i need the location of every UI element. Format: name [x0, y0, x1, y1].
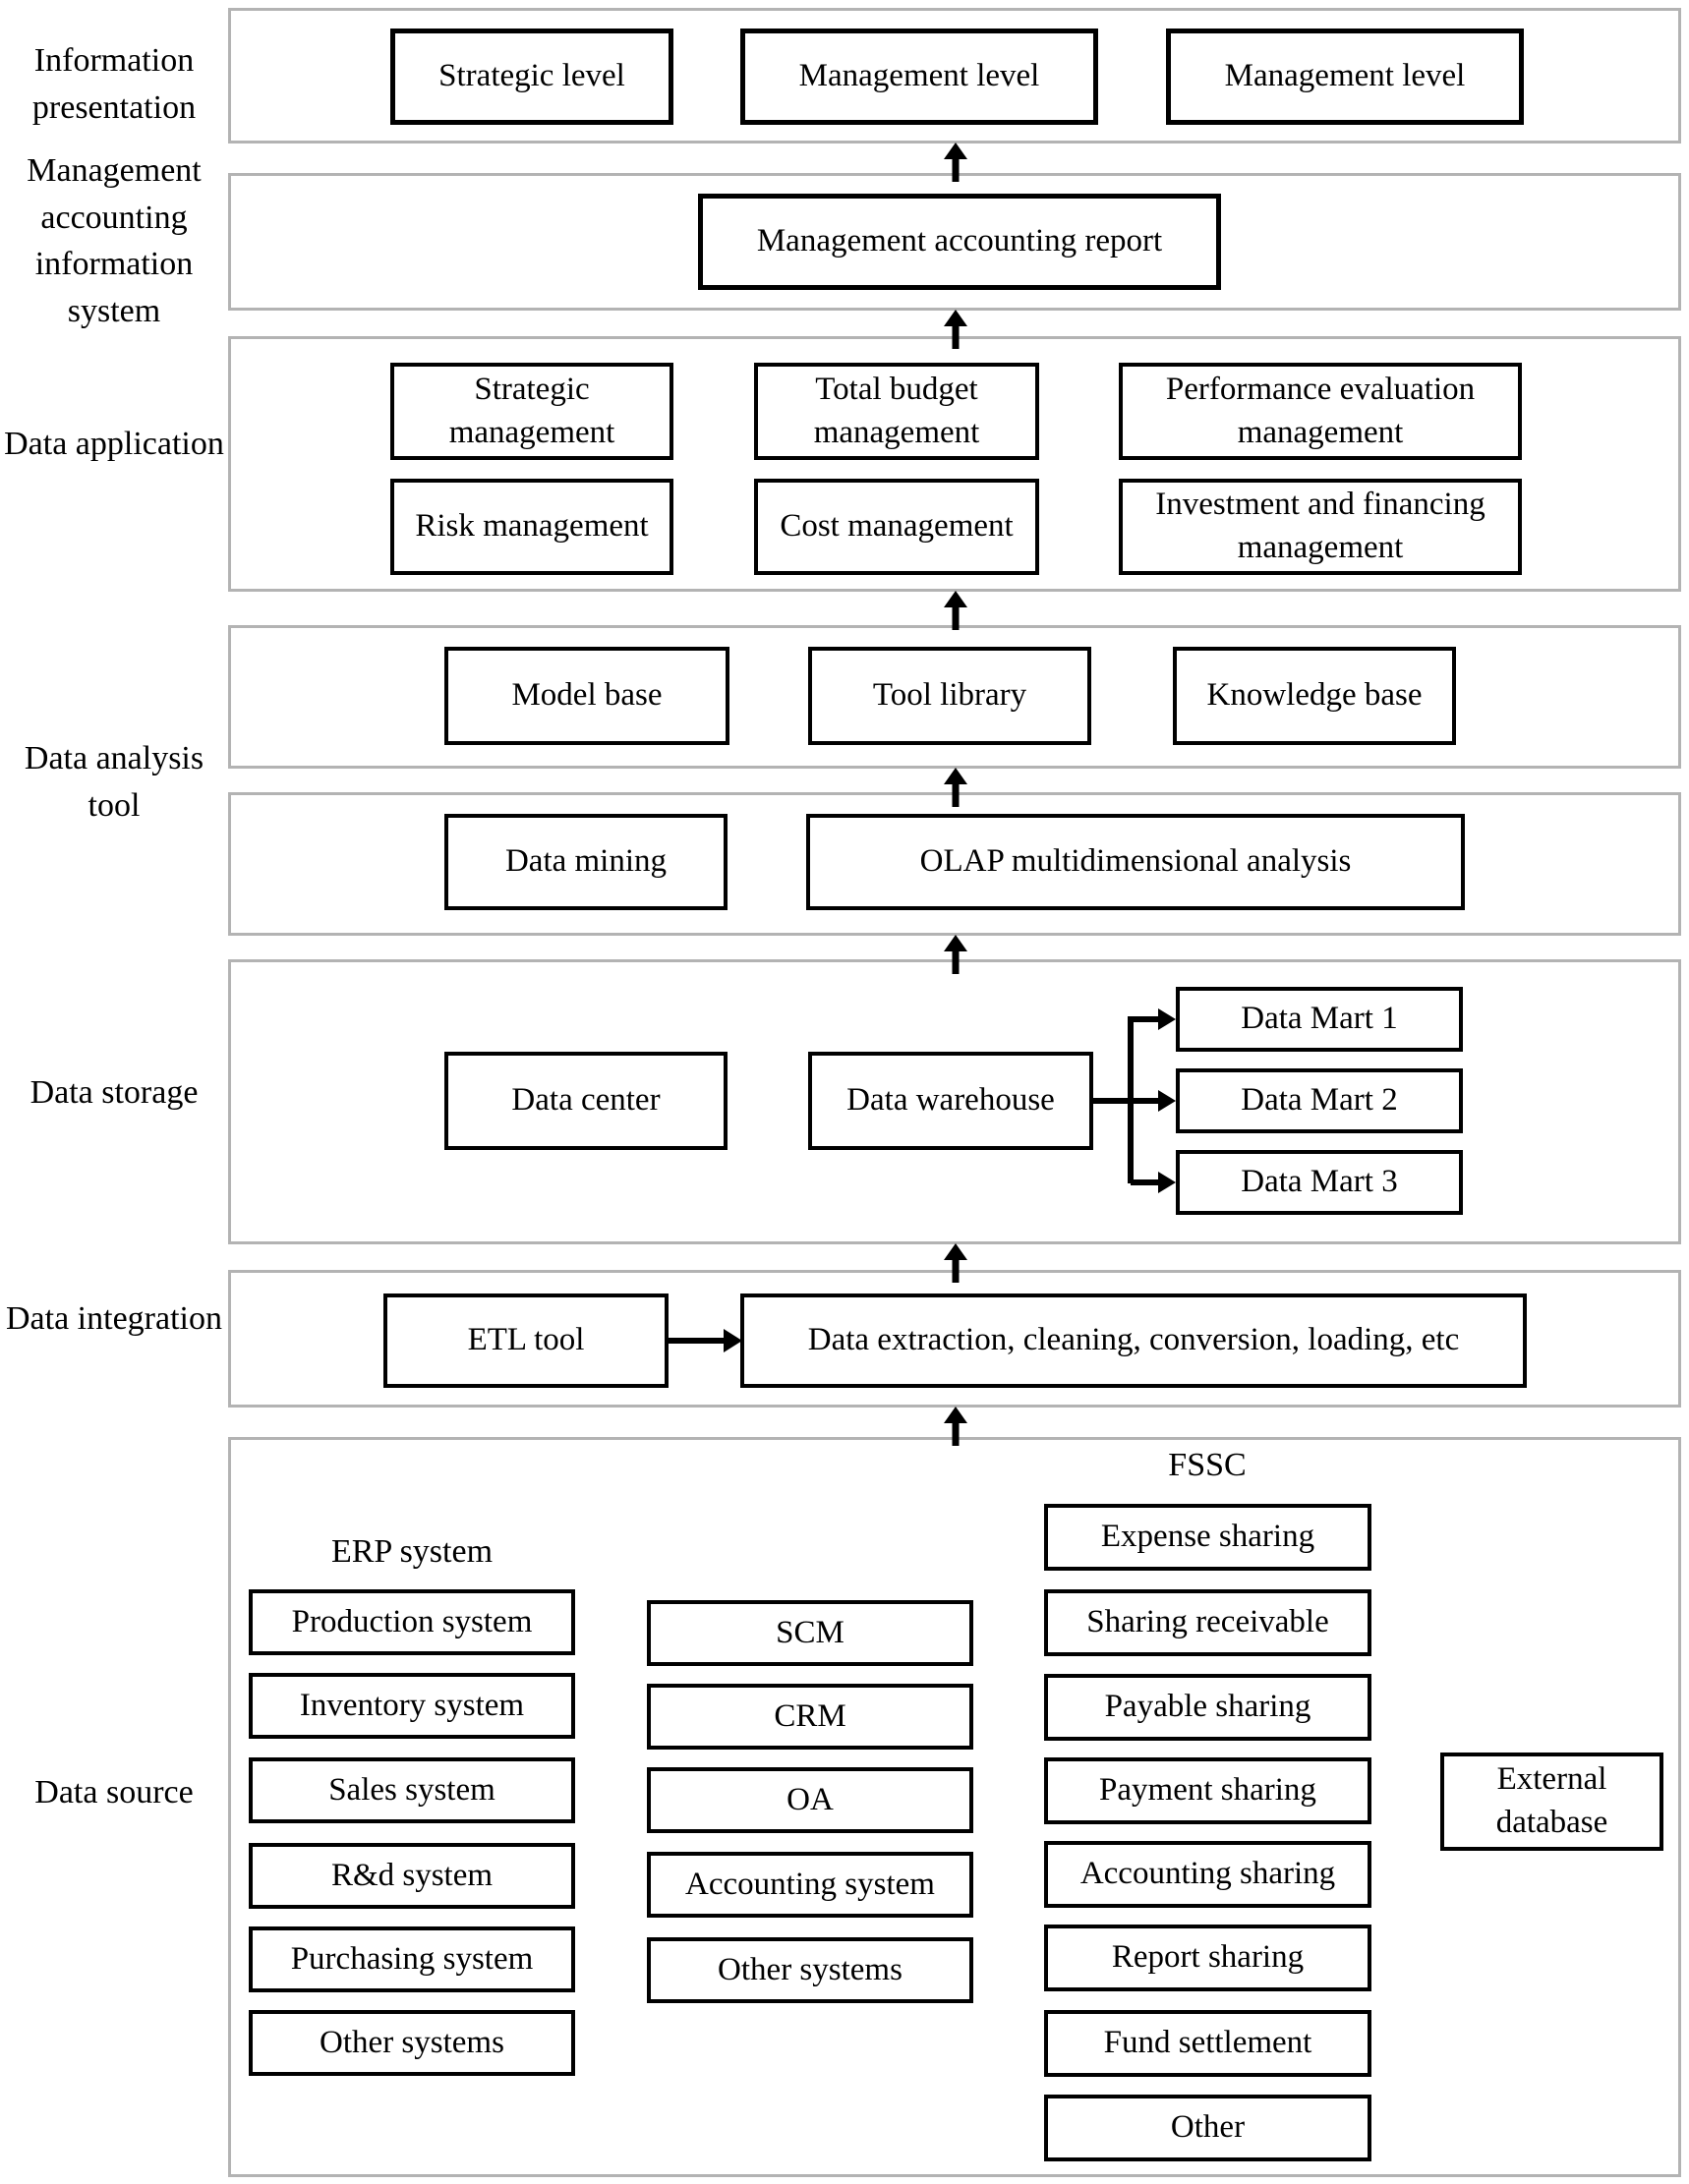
box-data-extraction-process: Data extraction, cleaning, conversion, l…: [740, 1293, 1527, 1388]
box-expense-sharing: Expense sharing: [1044, 1504, 1371, 1571]
up-arrow-icon: [944, 768, 967, 807]
up-arrow-icon: [944, 1243, 967, 1283]
box-cost-management: Cost management: [754, 479, 1039, 575]
warehouse-marts-connector-icon: [1093, 1008, 1176, 1193]
box-scm: SCM: [647, 1600, 973, 1666]
box-management-level-1: Management level: [740, 29, 1098, 125]
box-production-system: Production system: [249, 1589, 575, 1655]
up-arrow-icon: [944, 591, 967, 630]
up-arrow-icon: [944, 935, 967, 974]
box-report-sharing: Report sharing: [1044, 1925, 1371, 1991]
box-mid-other-systems: Other systems: [647, 1937, 973, 2003]
box-strategic-management: Strategic management: [390, 363, 673, 460]
box-external-database: External database: [1440, 1753, 1663, 1851]
box-erp-other-systems: Other systems: [249, 2010, 575, 2076]
box-sharing-receivable: Sharing receivable: [1044, 1589, 1371, 1656]
up-arrow-icon: [944, 310, 967, 349]
box-inventory-system: Inventory system: [249, 1673, 575, 1739]
box-olap-multidimensional-analysis: OLAP multidimensional analysis: [806, 814, 1465, 910]
box-model-base: Model base: [444, 647, 729, 745]
box-etl-tool: ETL tool: [383, 1293, 669, 1388]
box-oa: OA: [647, 1767, 973, 1833]
right-arrow-icon: [667, 1329, 742, 1352]
layer-label-data-analysis-tool: Data analysis tool: [24, 740, 204, 824]
box-management-level-2: Management level: [1166, 29, 1524, 125]
box-data-mining: Data mining: [444, 814, 728, 910]
fssc-title: FSSC: [1168, 1447, 1247, 1483]
layer-label-information-presentation: Information presentation: [31, 42, 197, 126]
layer-label-data-storage: Data storage: [29, 1074, 199, 1111]
box-crm: CRM: [647, 1684, 973, 1750]
layer-label-data-application: Data application: [4, 426, 224, 462]
box-data-mart-3: Data Mart 3: [1176, 1150, 1463, 1215]
layer-label-management-accounting-information-system: Management accounting information system: [27, 152, 202, 329]
box-accounting-sharing: Accounting sharing: [1044, 1841, 1371, 1908]
box-purchasing-system: Purchasing system: [249, 1926, 575, 1992]
box-payment-sharing: Payment sharing: [1044, 1757, 1371, 1824]
up-arrow-icon: [944, 143, 967, 182]
layer-label-data-source: Data source: [34, 1774, 194, 1810]
box-sales-system: Sales system: [249, 1757, 575, 1823]
layer-label-data-integration: Data integration: [6, 1300, 222, 1337]
box-payable-sharing: Payable sharing: [1044, 1674, 1371, 1741]
box-total-budget-management: Total budget management: [754, 363, 1039, 460]
box-fssc-other: Other: [1044, 2095, 1371, 2161]
box-data-mart-1: Data Mart 1: [1176, 987, 1463, 1052]
box-performance-evaluation-management: Performance evaluation management: [1119, 363, 1522, 460]
erp-system-title: ERP system: [330, 1533, 494, 1570]
box-strategic-level: Strategic level: [390, 29, 673, 125]
box-fund-settlement: Fund settlement: [1044, 2010, 1371, 2077]
box-accounting-system: Accounting system: [647, 1852, 973, 1918]
box-investment-financing-management: Investment and financing management: [1119, 479, 1522, 575]
up-arrow-icon: [944, 1407, 967, 1446]
box-management-accounting-report: Management accounting report: [698, 194, 1221, 290]
box-rd-system: R&d system: [249, 1843, 575, 1909]
box-risk-management: Risk management: [390, 479, 673, 575]
box-tool-library: Tool library: [808, 647, 1091, 745]
box-data-warehouse: Data warehouse: [808, 1052, 1093, 1150]
box-data-center: Data center: [444, 1052, 728, 1150]
box-data-mart-2: Data Mart 2: [1176, 1068, 1463, 1133]
box-knowledge-base: Knowledge base: [1173, 647, 1456, 745]
